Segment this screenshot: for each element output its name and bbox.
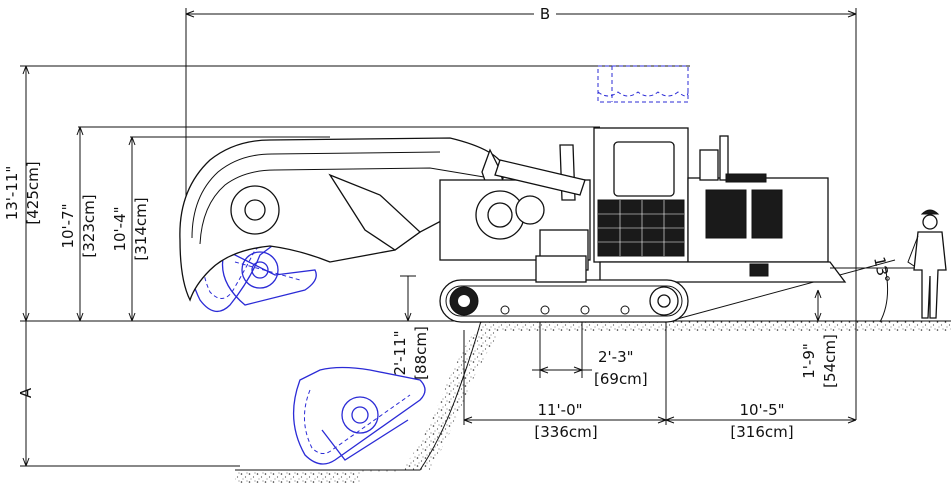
operator-figure xyxy=(907,209,947,319)
clearance-dimension xyxy=(814,289,822,322)
machine-body xyxy=(593,127,940,283)
label-a: A xyxy=(17,387,35,398)
length-dimensions xyxy=(463,320,857,425)
height-total-cm: [425cm] xyxy=(24,161,42,224)
crawler-track xyxy=(439,255,689,323)
dig-depth-dimension xyxy=(400,275,416,322)
rear-length-cm: [316cm] xyxy=(730,423,793,441)
height-dimensions xyxy=(20,65,690,467)
track-width-ft: 2'-3" xyxy=(598,348,634,366)
height-total-ft: 13'-11" xyxy=(3,166,21,221)
dig-depth-ft: 2'-11" xyxy=(391,330,409,375)
track-length-ft: 11'-0" xyxy=(537,401,582,419)
drive-assembly xyxy=(439,144,591,271)
clearance-cm: [54cm] xyxy=(821,334,839,388)
raised-attachment-outline xyxy=(597,65,689,103)
track-width-cm: [69cm] xyxy=(594,370,648,388)
height-boom-cm: [323cm] xyxy=(80,194,98,257)
height-boom-ft: 10'-7" xyxy=(59,203,77,248)
angle-dimension xyxy=(665,259,896,323)
height-boom2-cm: [314cm] xyxy=(132,197,150,260)
rear-length-ft: 10'-5" xyxy=(739,401,784,419)
track-length-cm: [336cm] xyxy=(534,423,597,441)
angle-label: 13° xyxy=(870,255,893,285)
clearance-ft: 1'-9" xyxy=(800,343,818,379)
height-boom2-ft: 10'-4" xyxy=(111,206,129,251)
label-b: B xyxy=(540,5,550,23)
trencher-boom xyxy=(179,137,506,302)
dig-depth-cm: [88cm] xyxy=(412,326,430,380)
dimension-b: B xyxy=(185,5,857,420)
